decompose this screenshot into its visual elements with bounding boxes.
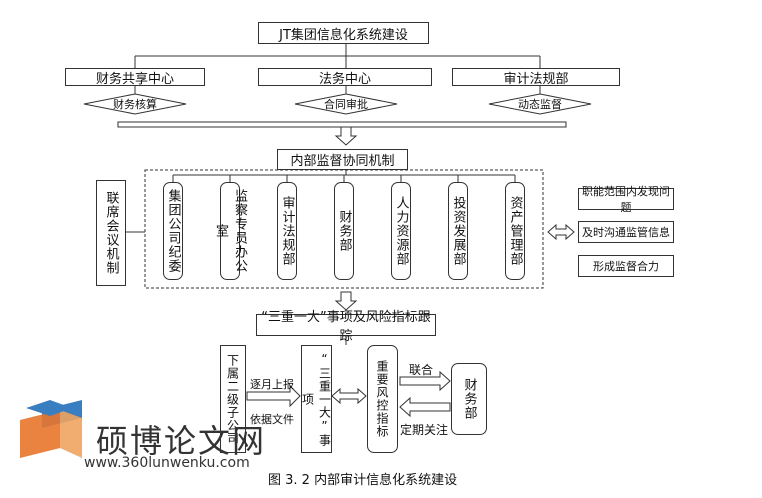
arrow-report <box>246 384 301 408</box>
center-legal: 法务中心 <box>258 68 432 87</box>
diamond-finance <box>83 93 187 115</box>
center-audit: 审计法规部 <box>452 68 620 87</box>
arrow-link <box>399 370 451 392</box>
double-arrow-risk <box>331 387 367 405</box>
function-audit: 动态监督 <box>518 98 562 111</box>
watermark-logo-shape <box>20 400 82 458</box>
regular-label: 定期关注 <box>400 423 449 437</box>
three-major-box: “三重一大”事项 <box>301 345 332 453</box>
subsidiaries-box: 下属二级子公司 <box>220 345 246 453</box>
dept-supervision: 监察专员办公室 <box>213 182 247 280</box>
tracking-box: “三重一大”事项及风险指标跟踪 <box>256 310 436 344</box>
report-monthly-label: 逐月上报 <box>250 378 294 391</box>
figure-caption: 图 3. 2 内部审计信息化系统建设 <box>268 473 458 488</box>
diamond-legal <box>294 93 398 115</box>
down-arrow-1 <box>334 126 358 146</box>
dept-discipline: 集团公司纪委 <box>163 182 183 280</box>
outcome-issues: 职能范围内发现问题 <box>578 185 674 214</box>
divider-bar <box>117 121 567 128</box>
center-finance: 财务共享中心 <box>65 68 205 87</box>
dept-investment: 投资发展部 <box>448 182 468 280</box>
arrow-regular <box>399 396 451 418</box>
finance-dept-box: 财务部 <box>451 363 487 435</box>
diamond-audit <box>488 93 592 115</box>
dept-assets: 资产管理部 <box>505 182 525 280</box>
dept-finance: 财务部 <box>334 182 354 280</box>
dept-hr: 人力资源部 <box>391 182 411 280</box>
watermark-url: www.360lunwenku.com <box>84 455 250 471</box>
outcome-synergy: 形成监督合力 <box>578 255 674 277</box>
system-title: JT集团信息化系统建设 <box>258 22 429 44</box>
mechanism-box: 内部监督协同机制 <box>277 149 408 170</box>
department-frame <box>144 169 544 289</box>
watermark-name: 硕博论文网 <box>96 422 267 460</box>
joint-meeting-box: 联席会议机制 <box>96 180 126 286</box>
double-arrow-outcomes <box>547 223 575 241</box>
basis-documents-label: 依据文件 <box>250 413 294 426</box>
risk-indicators-box: 重要风控指标 <box>367 345 398 453</box>
dept-audit: 审计法规部 <box>277 182 297 280</box>
outcome-communicate: 及时沟通监管信息 <box>578 221 674 243</box>
link-label: 联合 <box>409 363 434 377</box>
function-legal: 合同审批 <box>324 98 368 111</box>
function-finance: 财务核算 <box>113 98 157 111</box>
down-arrow-2 <box>334 291 358 311</box>
